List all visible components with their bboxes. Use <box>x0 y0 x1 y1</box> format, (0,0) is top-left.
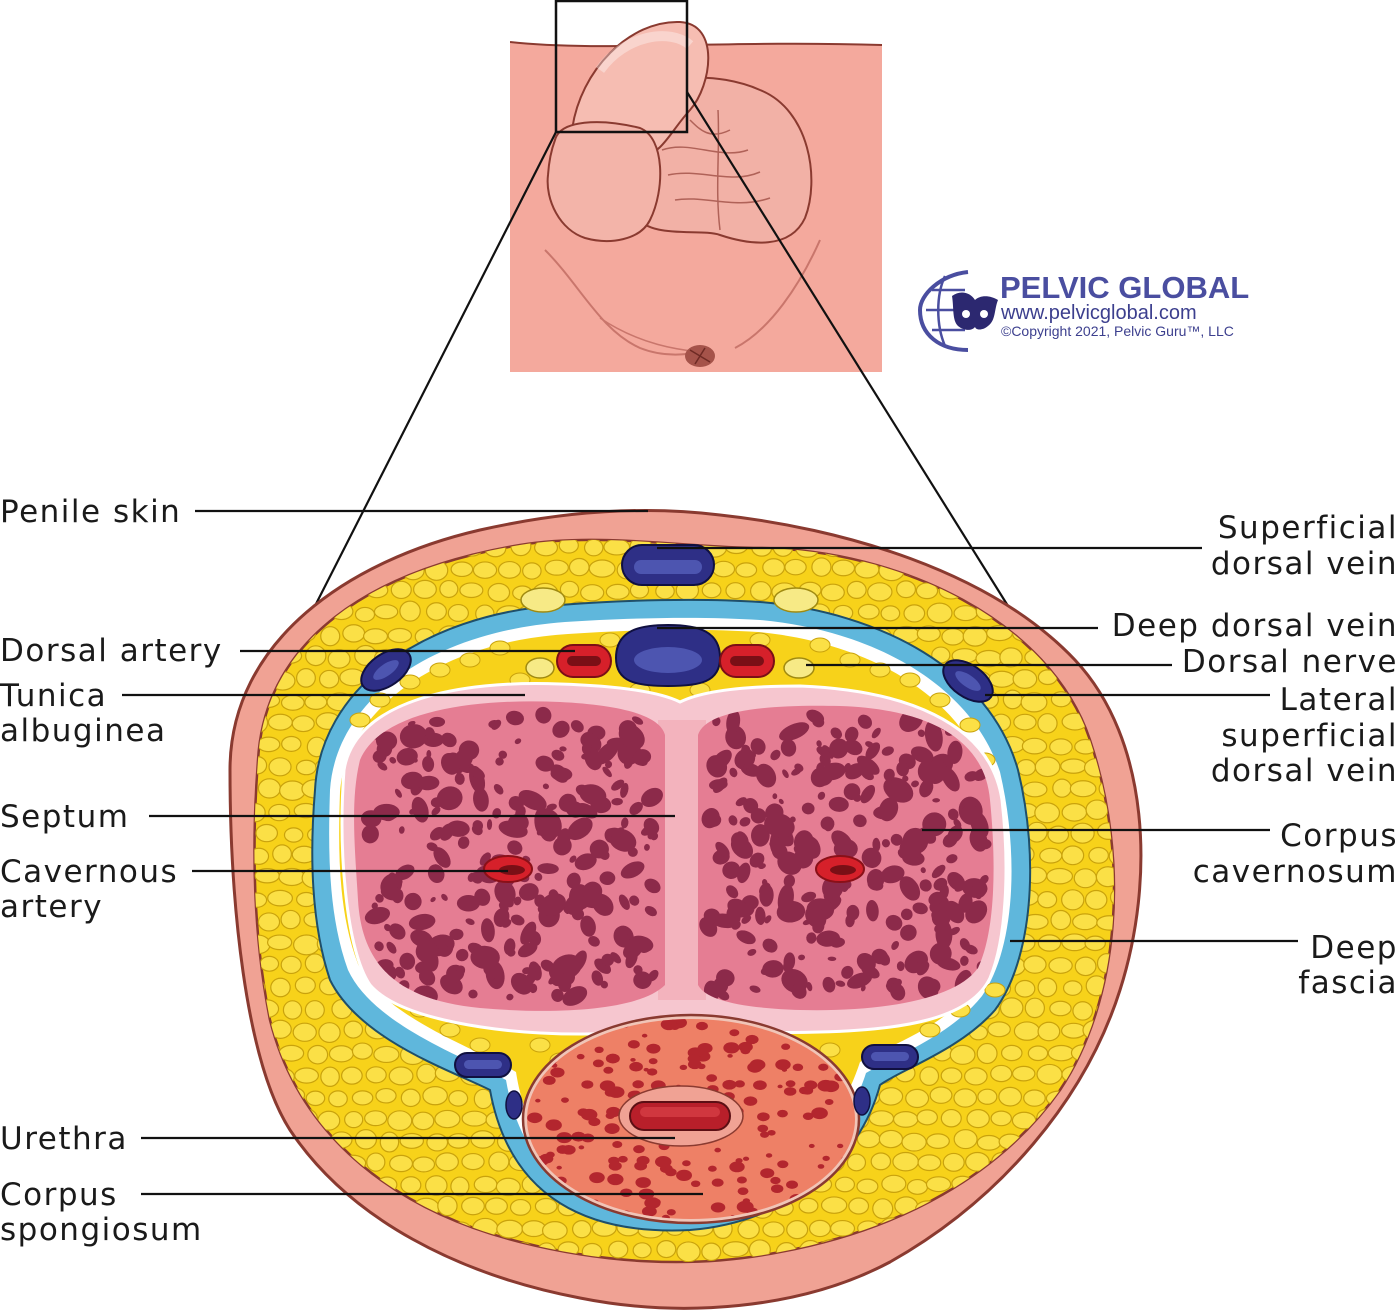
cavernous-sinuses-left <box>360 706 663 1006</box>
small-vein-left <box>505 1090 523 1120</box>
cavernous-artery-right <box>815 855 865 883</box>
cavernous-artery-left <box>483 855 533 883</box>
logo-copyright: ©Copyright 2021, Pelvic Guru™, LLC <box>1001 323 1234 339</box>
label-deep-dorsal-vein: Deep dorsal vein <box>1112 608 1398 644</box>
label-cavernous-artery-line1: Cavernous <box>0 854 178 890</box>
cross-section <box>228 508 1143 1310</box>
label-deep-fascia-line1: Deep <box>1310 930 1398 966</box>
logo-url: www.pelvicglobal.com <box>1000 302 1197 324</box>
left-labels: Penile skin Dorsal artery Tunica albugin… <box>0 494 223 1248</box>
leader-lines <box>122 509 1298 1196</box>
label-corpus-spongiosum-line2: spongiosum <box>0 1212 203 1248</box>
label-corpus-cavernosum-line2: cavernosum <box>1193 854 1398 890</box>
label-lateral-superficial-dorsal-vein-line1: Lateral <box>1280 682 1398 718</box>
dorsal-artery-right <box>719 644 775 678</box>
deep-dorsal-vein <box>614 623 722 688</box>
superficial-dorsal-vein <box>621 544 715 586</box>
perineum-inset-illustration <box>510 0 882 372</box>
label-penile-skin: Penile skin <box>0 494 181 530</box>
label-dorsal-artery: Dorsal artery <box>0 633 223 669</box>
lateral-superficial-dorsal-vein-left <box>360 648 412 692</box>
globe-icon <box>917 270 969 352</box>
cavernous-sinuses-right <box>699 708 992 1011</box>
logo-title: PELVIC GLOBAL <box>1000 270 1249 305</box>
dorsal-nerve-right <box>783 657 815 679</box>
label-deep-fascia-line2: fascia <box>1298 965 1398 1001</box>
label-superficial-dorsal-vein-line1: Superficial <box>1218 510 1398 546</box>
label-dorsal-nerve: Dorsal nerve <box>1182 644 1398 680</box>
label-tunica-albuginea-line1: Tunica <box>0 678 107 714</box>
dorsal-artery-left <box>556 644 612 678</box>
pelvic-global-logo: PELVIC GLOBAL www.pelvicglobal.com ©Copy… <box>917 270 1249 352</box>
zoom-box <box>554 0 689 134</box>
label-urethra: Urethra <box>0 1121 128 1157</box>
right-labels: Superficial dorsal vein Deep dorsal vein… <box>1112 510 1398 1001</box>
label-lateral-superficial-dorsal-vein-line2: superficial <box>1221 718 1398 754</box>
label-superficial-dorsal-vein-line2: dorsal vein <box>1211 546 1398 582</box>
superficial-nerve-left <box>520 587 566 613</box>
small-vein-right <box>853 1086 871 1116</box>
label-lateral-superficial-dorsal-vein-line3: dorsal vein <box>1211 753 1398 789</box>
label-corpus-spongiosum-line1: Corpus <box>0 1177 118 1213</box>
label-septum: Septum <box>0 799 129 835</box>
dorsal-nerve-left <box>525 657 555 679</box>
zoom-line-right <box>686 91 1049 671</box>
label-corpus-cavernosum-line1: Corpus <box>1280 818 1398 854</box>
corpus-spongiosum <box>521 1013 861 1225</box>
pelvis-icon <box>952 292 998 330</box>
ventral-vein-right <box>861 1044 919 1070</box>
superficial-nerve-right <box>773 587 819 613</box>
label-tunica-albuginea-line2: albuginea <box>0 713 166 749</box>
ventral-vein-left <box>454 1052 512 1078</box>
label-cavernous-artery-line2: artery <box>0 889 103 925</box>
